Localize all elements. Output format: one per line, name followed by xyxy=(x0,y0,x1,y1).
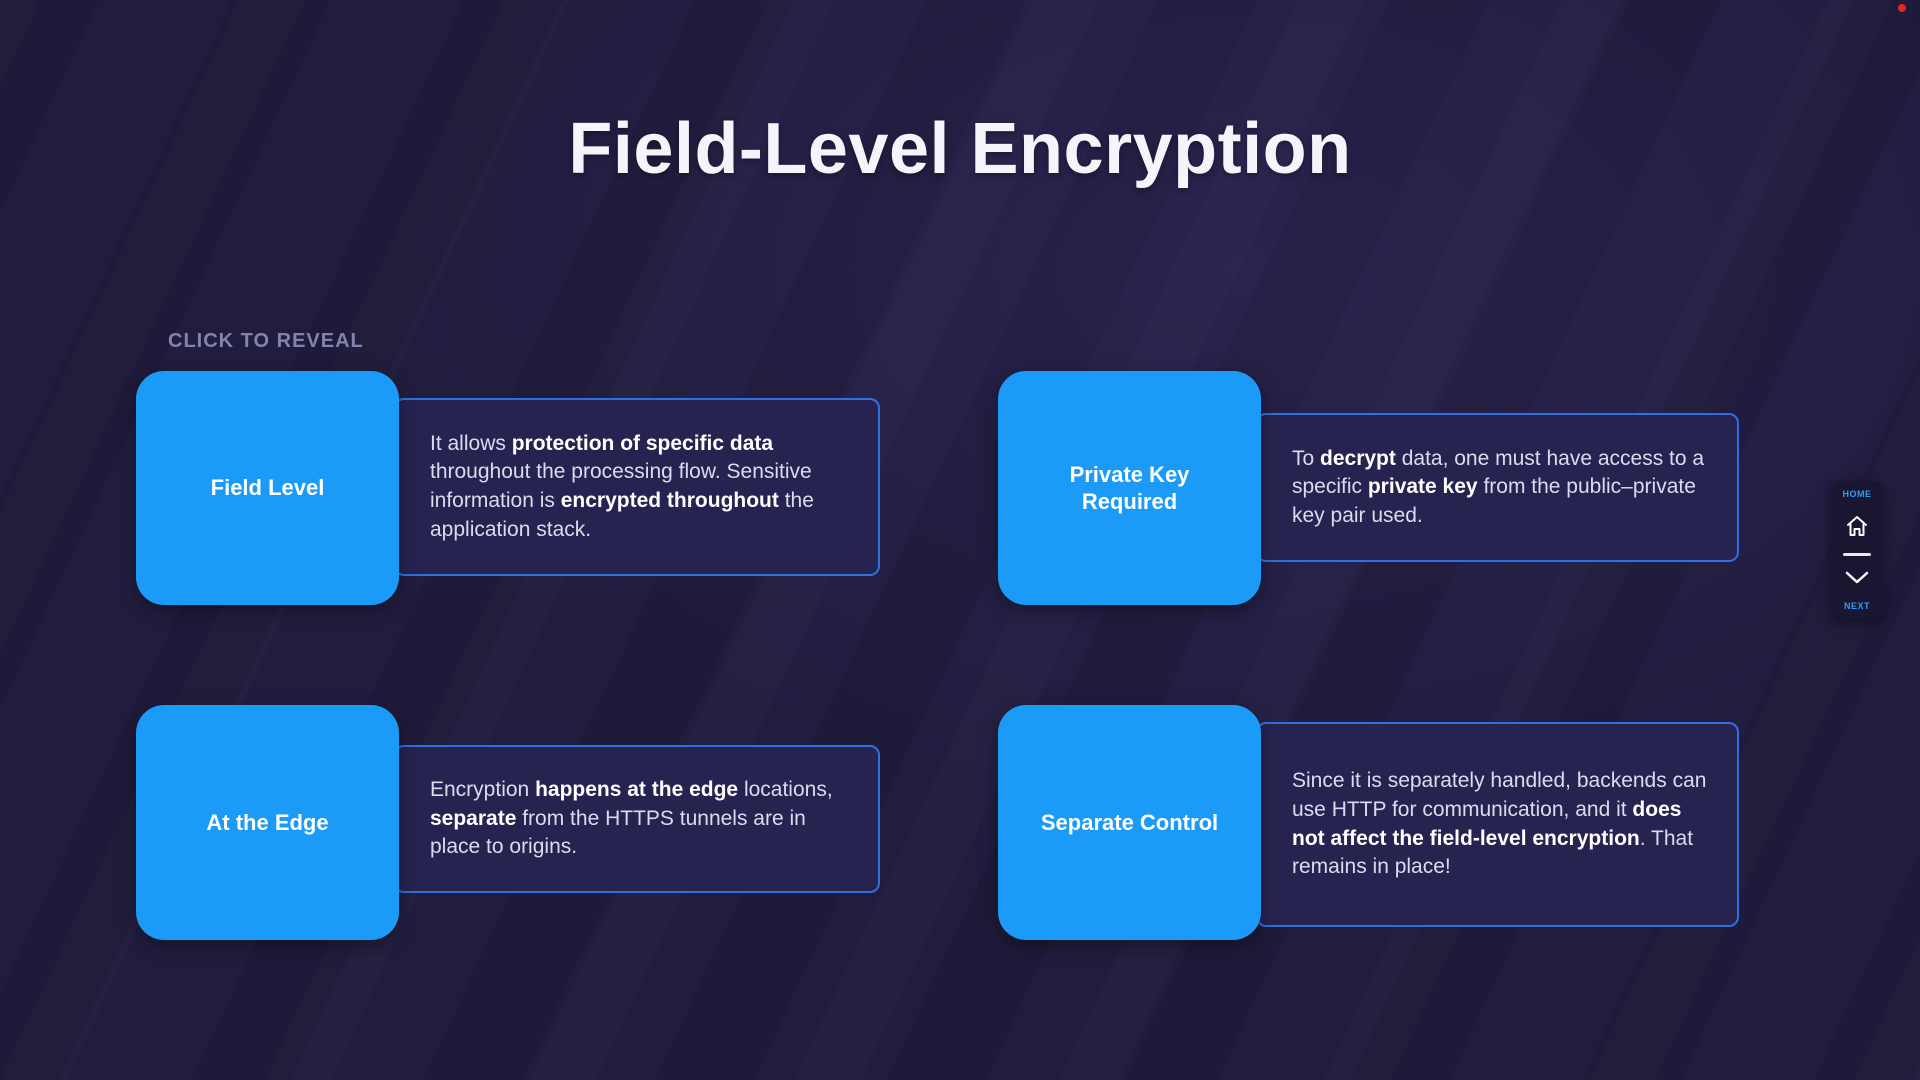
panel-text-separate-control: Since it is separately handled, backends… xyxy=(1292,769,1707,879)
reveal-button-field-level[interactable]: Field Level xyxy=(136,371,399,605)
home-icon[interactable] xyxy=(1845,514,1869,538)
panel-private-key: To decrypt data, one must have access to… xyxy=(1256,413,1739,562)
side-navigation: HOME NEXT xyxy=(1831,481,1883,619)
click-to-reveal-hint: CLICK TO REVEAL xyxy=(168,330,364,352)
panel-text-field-level: It allows protection of specific data th… xyxy=(430,431,814,541)
reveal-button-private-key[interactable]: Private Key Required xyxy=(998,371,1261,605)
panel-text-private-key: To decrypt data, one must have access to… xyxy=(1292,446,1705,527)
next-label: NEXT xyxy=(1843,601,1870,611)
page-title: Field-Level Encryption xyxy=(568,109,1352,189)
panel-field-level: It allows protection of specific data th… xyxy=(394,398,880,576)
panel-at-the-edge: Encryption happens at the edge locations… xyxy=(394,745,880,893)
chevron-down-icon[interactable] xyxy=(1844,570,1870,586)
panel-text-at-the-edge: Encryption happens at the edge locations… xyxy=(430,778,833,859)
record-indicator-dot xyxy=(1898,4,1906,12)
panel-separate-control: Since it is separately handled, backends… xyxy=(1256,722,1739,927)
home-label: HOME xyxy=(1842,489,1872,499)
nav-divider xyxy=(1843,552,1871,556)
reveal-button-separate-control[interactable]: Separate Control xyxy=(998,705,1261,940)
reveal-button-at-the-edge[interactable]: At the Edge xyxy=(136,705,399,940)
